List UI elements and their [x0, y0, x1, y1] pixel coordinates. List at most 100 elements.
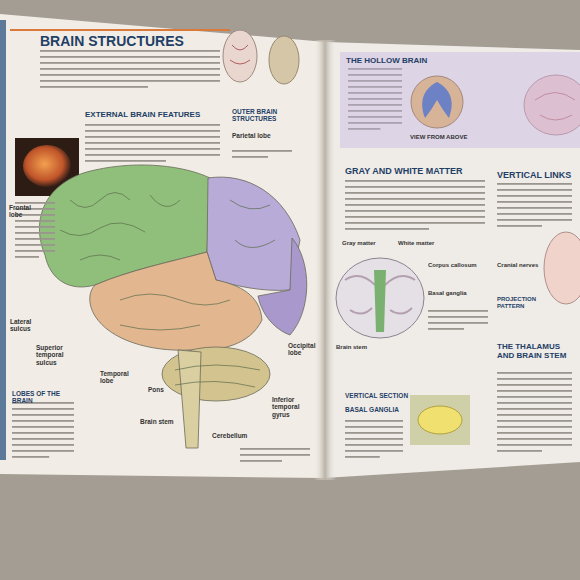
part-label: Superior temporal sulcus — [36, 344, 84, 366]
text-line — [497, 450, 542, 452]
text-line — [497, 432, 572, 434]
text-line — [345, 426, 403, 428]
text-line — [345, 198, 485, 200]
part-label: Temporal lobe — [100, 370, 140, 385]
part-label: Gray matter — [342, 240, 376, 247]
text-line — [497, 195, 572, 197]
text-line — [497, 225, 542, 227]
text-line — [497, 402, 572, 404]
text-line — [497, 444, 572, 446]
brain-thumbnail — [223, 30, 257, 82]
text-line — [497, 219, 572, 221]
part-label: Brain stem — [336, 344, 367, 351]
text-line — [15, 220, 55, 222]
image-caption: VERTICAL SECTION — [345, 392, 409, 399]
text-line — [428, 328, 464, 330]
text-line — [85, 160, 166, 162]
part-label: Inferior temporal gyrus — [272, 396, 316, 418]
text-line — [497, 396, 572, 398]
section-heading: VERTICAL LINKS — [497, 170, 571, 180]
text-line — [85, 142, 220, 144]
text-line — [15, 244, 55, 246]
text-line — [232, 150, 292, 152]
text-line — [12, 432, 74, 434]
text-line — [15, 256, 39, 258]
text-line — [40, 80, 220, 82]
text-line — [12, 444, 74, 446]
text-line — [85, 130, 220, 132]
text-line — [40, 74, 220, 76]
text-line — [15, 232, 55, 234]
text-line — [497, 408, 572, 410]
image-caption: VIEW FROM ABOVE — [410, 134, 467, 141]
text-line — [40, 86, 148, 88]
text-line — [345, 432, 403, 434]
text-line — [15, 202, 55, 204]
basal-ganglia-image — [410, 395, 470, 445]
part-label: Pons — [148, 386, 164, 393]
text-line — [240, 454, 310, 456]
text-line — [12, 456, 49, 458]
text-line — [497, 201, 572, 203]
brain-section-image — [336, 258, 424, 338]
text-line — [345, 444, 403, 446]
panel-heading: THE HOLLOW BRAIN — [346, 56, 427, 65]
text-line — [85, 136, 220, 138]
text-line — [497, 414, 572, 416]
text-line — [345, 204, 485, 206]
brain-photo — [23, 145, 71, 187]
part-label: Parietal lobe — [232, 132, 271, 139]
text-line — [428, 316, 488, 318]
part-label: Corpus callosum — [428, 262, 478, 269]
page-title: BRAIN STRUCTURES — [40, 33, 184, 49]
text-line — [85, 124, 220, 126]
part-label: White matter — [398, 240, 434, 247]
text-line — [345, 450, 403, 452]
text-line — [497, 207, 572, 209]
text-line — [85, 148, 220, 150]
text-line — [240, 460, 282, 462]
left-page — [0, 14, 326, 478]
text-line — [12, 426, 74, 428]
text-line — [497, 384, 572, 386]
text-line — [232, 156, 268, 158]
section-heading: GRAY AND WHITE MATTER — [345, 166, 463, 176]
text-line — [345, 186, 485, 188]
text-line — [497, 183, 572, 185]
text-line — [497, 426, 572, 428]
gutter-shadow — [314, 40, 336, 480]
text-line — [497, 420, 572, 422]
text-line — [40, 56, 220, 58]
text-line — [345, 420, 403, 422]
text-line — [345, 438, 403, 440]
brain-links-image — [544, 232, 580, 304]
text-line — [497, 378, 572, 380]
text-line — [12, 450, 74, 452]
image-caption: PROJECTION PATTERN — [497, 296, 541, 310]
text-line — [12, 414, 74, 416]
text-line — [15, 226, 55, 228]
text-line — [345, 192, 485, 194]
text-line — [497, 438, 572, 440]
spine-tab — [0, 20, 6, 460]
part-label: Cerebellum — [212, 432, 247, 439]
text-line — [12, 408, 74, 410]
text-line — [428, 310, 488, 312]
text-line — [40, 62, 220, 64]
text-line — [345, 216, 485, 218]
right-page — [324, 42, 580, 478]
text-line — [497, 372, 572, 374]
text-line — [345, 456, 380, 458]
part-label: Lateral sulcus — [10, 318, 44, 333]
text-line — [40, 68, 220, 70]
part-label: Cranial nerves — [497, 262, 541, 269]
text-line — [40, 50, 220, 52]
part-label: Frontal lobe — [9, 204, 37, 219]
text-line — [15, 238, 55, 240]
part-label: Occipital lobe — [288, 342, 318, 357]
text-line — [345, 210, 485, 212]
text-line — [497, 213, 572, 215]
section-heading: LOBES OF THE BRAIN — [12, 390, 82, 405]
